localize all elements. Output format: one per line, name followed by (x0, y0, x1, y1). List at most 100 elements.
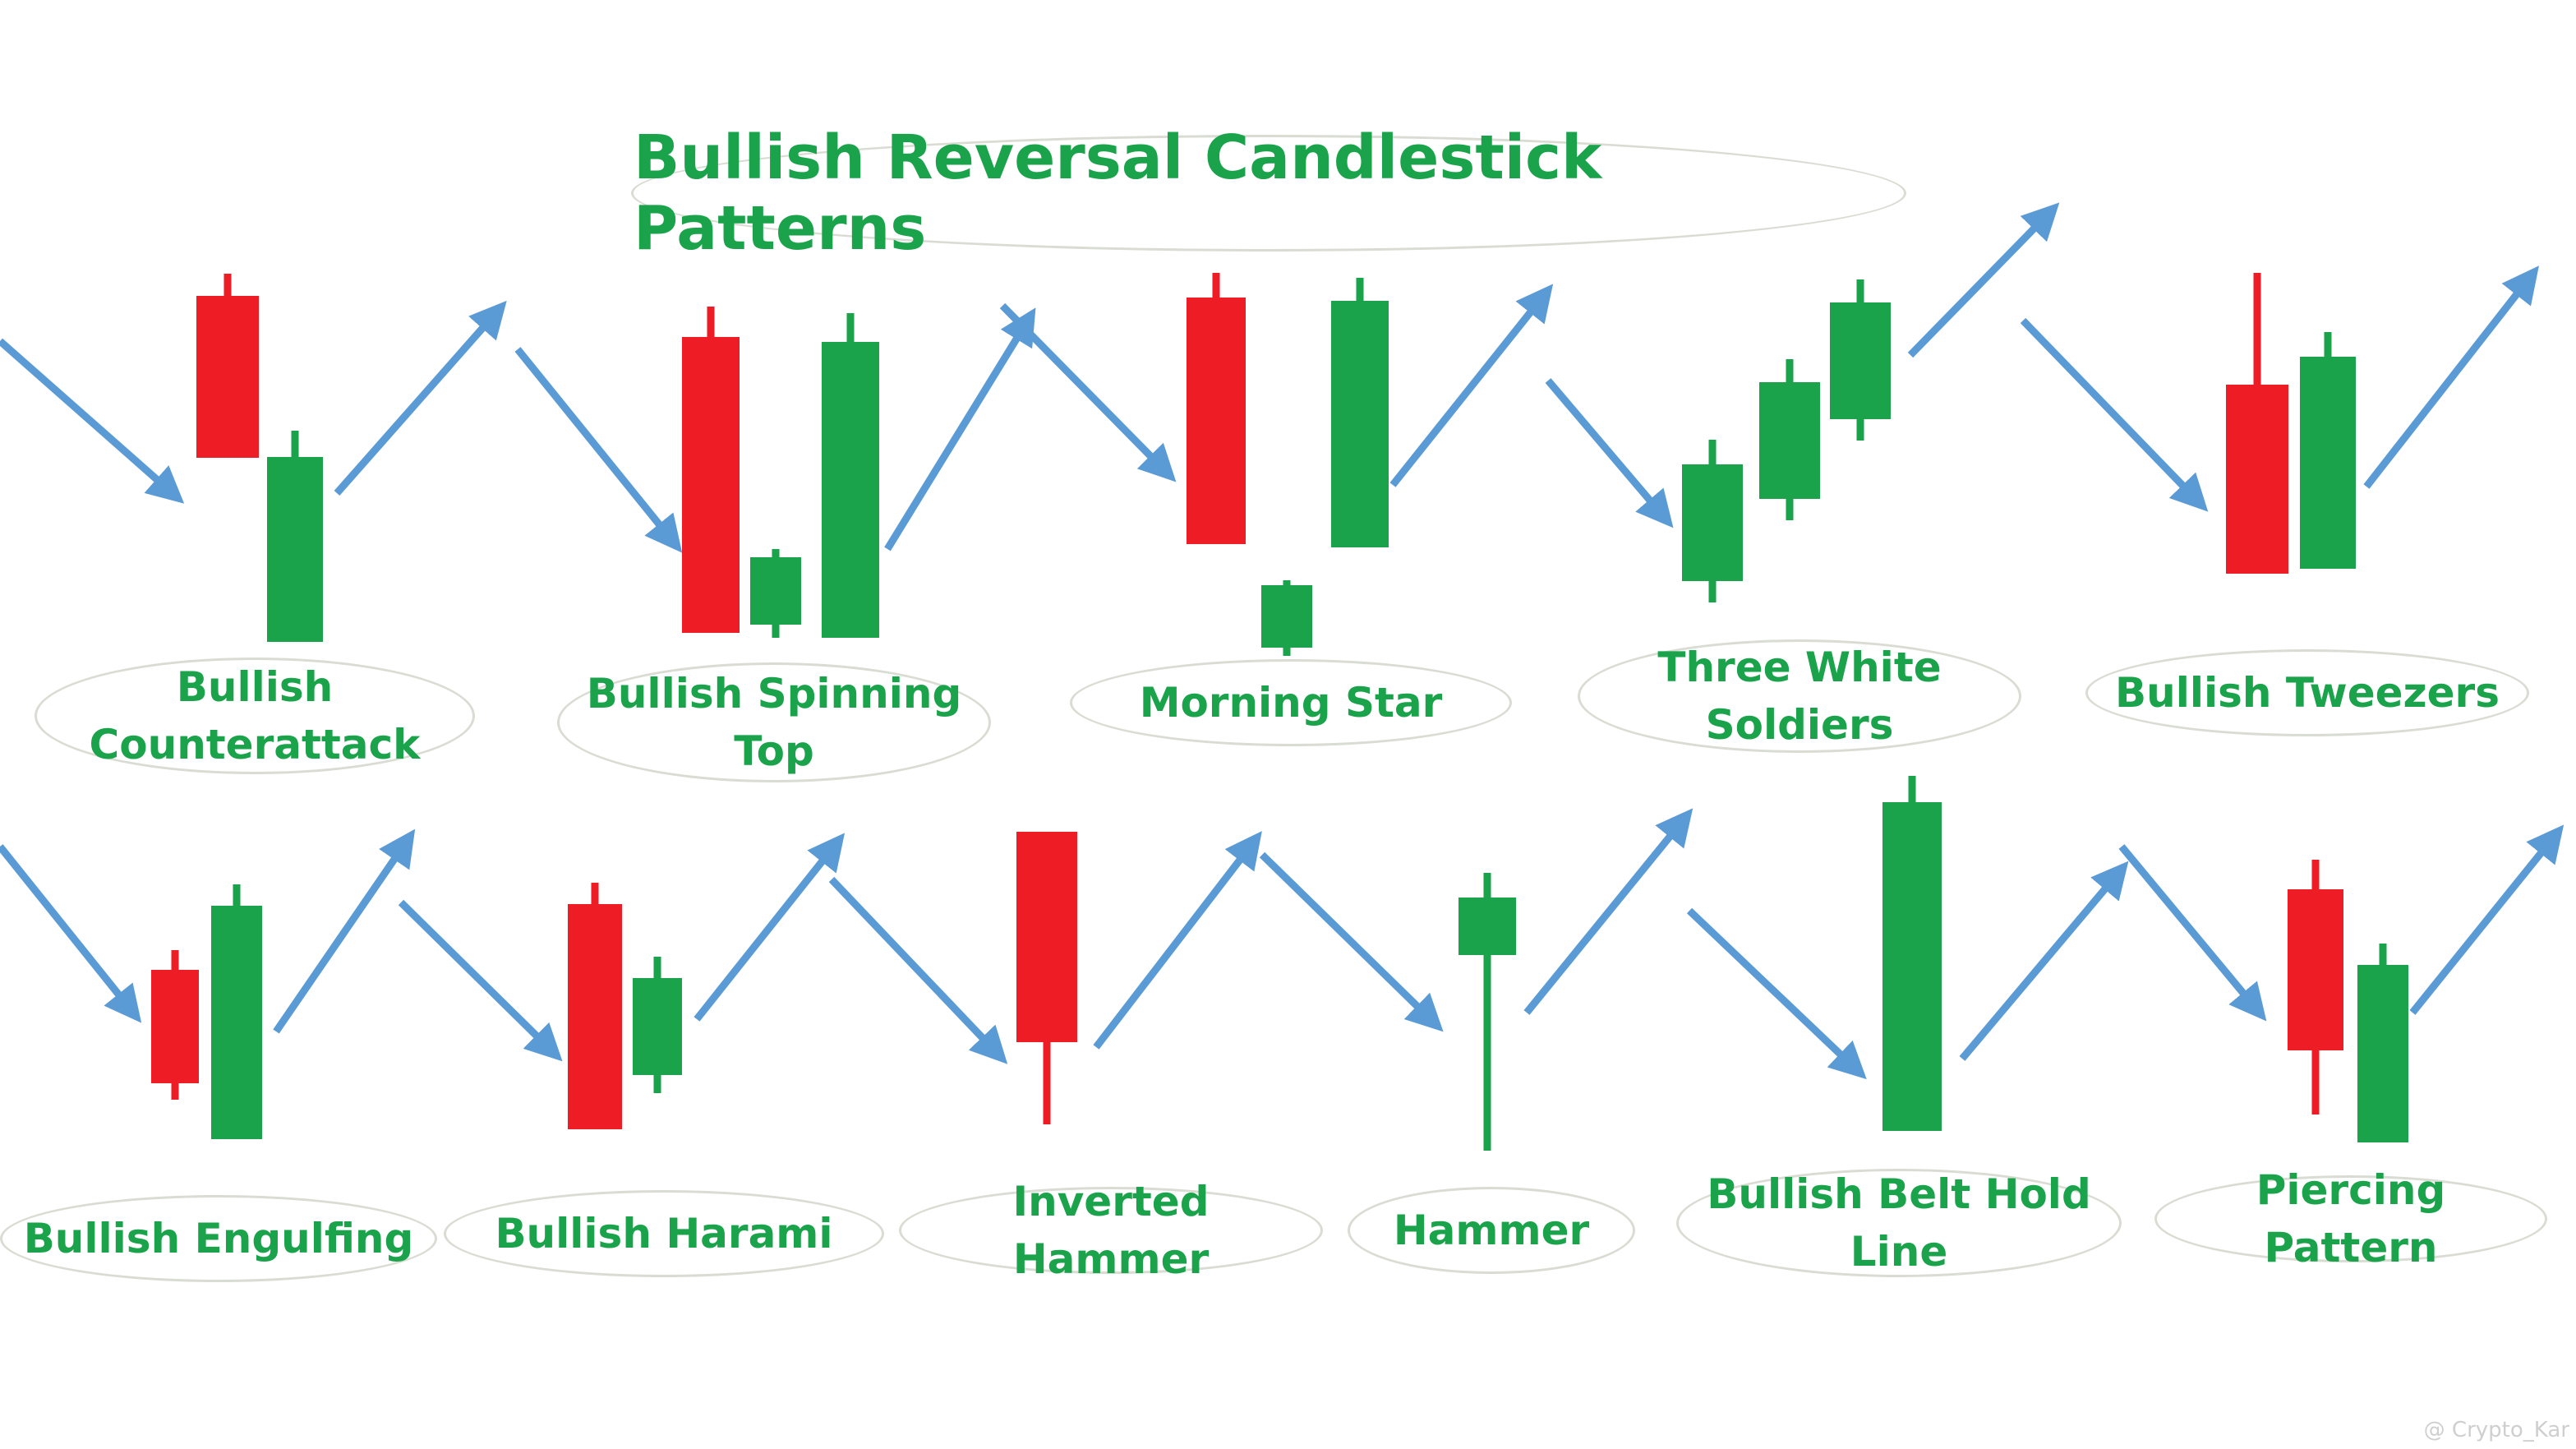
candle-body (1261, 585, 1312, 648)
bearish-candle (682, 307, 740, 633)
candle-body (2357, 965, 2408, 1142)
downtrend-arrow (398, 899, 563, 1062)
pattern-label-text: Piercing Pattern (2256, 1166, 2446, 1271)
downtrend-arrow (2020, 317, 2209, 512)
pattern-label-text: Bullish Engulfing (23, 1215, 414, 1262)
bullish-candle (633, 957, 682, 1093)
bearish-candle (2288, 860, 2343, 1114)
pattern-label-text: Morning Star (1139, 679, 1443, 727)
page-title: Bullish Reversal Candlestick Patterns (631, 122, 1906, 264)
candle-wick (1483, 873, 1491, 1151)
bullish-candle (2300, 332, 2356, 569)
uptrend-arrow (1389, 284, 1554, 487)
pattern-bullish-harami (398, 833, 846, 1129)
bearish-candle (2226, 273, 2288, 574)
pattern-hammer (1259, 808, 1694, 1151)
bullish-candle (1459, 873, 1516, 1151)
pattern-bullish-engulfing (0, 828, 416, 1139)
candle-body (1882, 802, 1942, 1131)
bullish-candle (211, 884, 262, 1139)
bullish-candle (1682, 440, 1743, 602)
candle-body (211, 906, 262, 1139)
bullish-candle (1882, 776, 1942, 1131)
bearish-candle (151, 950, 199, 1100)
pattern-bullish-tweezers (2020, 265, 2539, 574)
bearish-candle (1187, 273, 1246, 544)
bullish-candle (1331, 278, 1389, 547)
candle-body (633, 978, 682, 1075)
candle-body (1682, 464, 1743, 581)
pattern-label-inverted-hammer: Inverted Hammer (899, 1178, 1323, 1283)
uptrend-arrow (1907, 202, 2060, 358)
candle-body (1187, 298, 1246, 544)
downtrend-arrow (1545, 378, 1674, 528)
pattern-label-bullish-harami: Bullish Harami (444, 1190, 884, 1277)
bullish-candle (2357, 944, 2408, 1142)
candle-body (822, 342, 879, 638)
watermark: @ Crypto_Kar (2423, 1418, 2569, 1442)
bullish-candle (1759, 359, 1820, 520)
pattern-label-piercing-pattern: Piercing Pattern (2154, 1166, 2547, 1271)
uptrend-arrow (1523, 808, 1694, 1015)
candle-body (750, 557, 801, 625)
candle-body (267, 457, 323, 642)
uptrend-arrow (273, 828, 416, 1034)
pattern-inverted-hammer (828, 831, 1262, 1124)
bullish-candle (267, 431, 323, 642)
pattern-morning-star (999, 273, 1554, 656)
bullish-candle (822, 313, 879, 638)
pattern-label-text: Bullish Tweezers (2115, 669, 2500, 717)
uptrend-arrow (1093, 831, 1262, 1050)
pattern-label-bullish-tweezers: Bullish Tweezers (2085, 649, 2529, 736)
downtrend-arrow (0, 338, 185, 504)
candle-body (1016, 832, 1077, 1042)
downtrend-arrow (0, 844, 142, 1023)
pattern-label-hammer: Hammer (1348, 1187, 1635, 1274)
uptrend-arrow (1959, 861, 2129, 1061)
candle-body (1830, 302, 1891, 419)
uptrend-arrow (884, 307, 1036, 551)
downtrend-arrow (2118, 844, 2267, 1022)
pattern-bullish-counterattack (0, 274, 507, 642)
downtrend-arrow (514, 347, 683, 553)
bullish-candle (1261, 580, 1312, 656)
downtrend-arrow (1259, 851, 1444, 1032)
candle-body (1331, 301, 1389, 547)
bullish-candle (750, 549, 801, 638)
candle-body (2300, 357, 2356, 569)
uptrend-arrow (2409, 824, 2564, 1015)
pattern-bullish-belt-hold-line (1686, 776, 2129, 1131)
uptrend-arrow (334, 300, 507, 496)
candle-body (2226, 385, 2288, 574)
bearish-candle (196, 274, 259, 458)
pattern-three-white-soldiers (1545, 202, 2060, 602)
candle-body (1459, 898, 1516, 955)
bullish-candle (1830, 279, 1891, 441)
pattern-label-morning-star: Morning Star (1070, 659, 1512, 746)
downtrend-arrow (999, 302, 1177, 482)
uptrend-arrow (2363, 265, 2539, 489)
downtrend-arrow (1686, 907, 1867, 1080)
candle-body (568, 904, 622, 1129)
pattern-piercing-pattern (2118, 824, 2564, 1142)
candle-body (2288, 889, 2343, 1050)
pattern-label-text: Hammer (1393, 1207, 1590, 1254)
pattern-label-text: Bullish Harami (495, 1210, 833, 1257)
bearish-candle (1016, 832, 1077, 1124)
pattern-label-text: Inverted Hammer (1012, 1178, 1210, 1283)
bearish-candle (568, 883, 622, 1129)
candle-body (151, 970, 199, 1083)
candle-body (196, 296, 259, 458)
pattern-label-bullish-engulfing: Bullish Engulfing (0, 1195, 437, 1282)
uptrend-arrow (694, 833, 846, 1022)
candle-body (682, 337, 740, 633)
downtrend-arrow (828, 876, 1008, 1064)
